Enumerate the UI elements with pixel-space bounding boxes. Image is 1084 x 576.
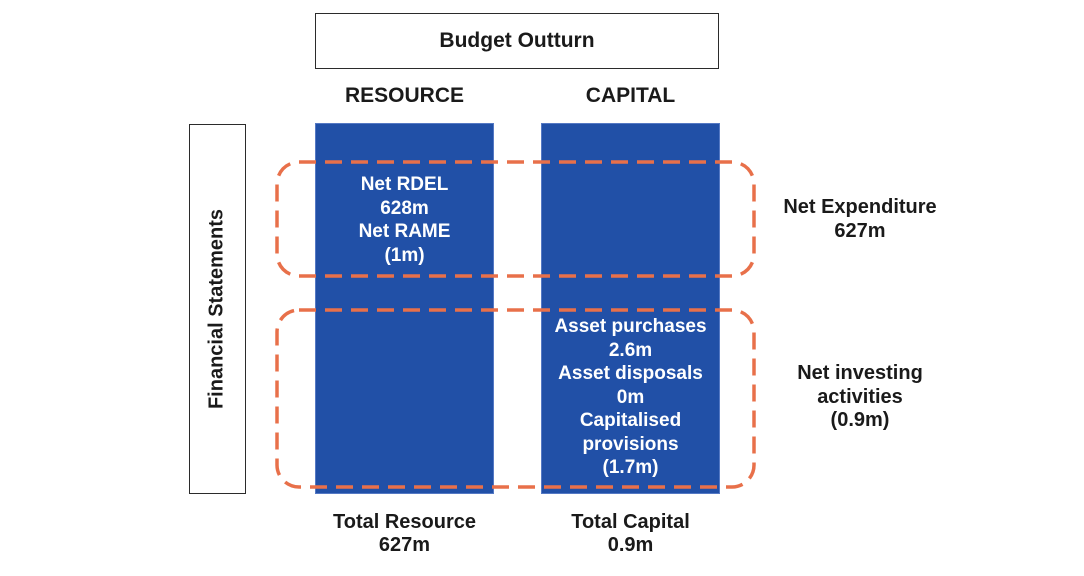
capitalised-label: Capitalised [579,410,682,431]
total-capital-value: 0.9m [607,534,654,556]
asset-purchases-value: 2.6m [608,339,653,361]
net-investing-value: (0.9m) [830,409,890,431]
total-capital-label: Total Capital [571,511,690,533]
net-expenditure-value: 627m [834,219,886,242]
total-resource: Total Resource 627m [300,511,509,557]
capitalised-provisions-value: (1.7m) [602,457,659,478]
financial-statements-box [189,124,246,494]
total-resource-value: 627m [378,534,431,556]
capital-bar-text: Asset purchases 2.6m Asset disposals 0m … [531,315,730,480]
capital-column-header: CAPITAL [585,84,676,107]
total-resource-label: Total Resource [333,511,476,533]
resource-column-header: RESOURCE [344,84,465,107]
asset-disposals-value: 0m [616,386,645,408]
financial-statements-label: Financial Statements [205,208,228,410]
budget-outturn-title: Budget Outturn [439,29,595,52]
net-rame-value: (1m) [384,244,425,266]
net-expenditure-label: Net Expenditure 627m [760,196,960,243]
net-investing-label: Net investing activities (0.9m) [760,362,960,433]
net-expenditure-title: Net Expenditure [783,196,937,218]
net-rdel-value: 628m [380,197,429,219]
resource-bar-text: Net RDEL 628m Net RAME (1m) [315,173,494,267]
net-investing-title-line1: Net investing [797,362,923,384]
budget-outturn-box: Budget Outturn [315,13,719,69]
net-rame-label: Net RAME [358,221,451,242]
provisions-label: provisions [582,433,679,455]
total-capital: Total Capital 0.9m [526,511,735,557]
asset-disposals-label: Asset disposals [558,363,703,384]
asset-purchases-label: Asset purchases [554,316,707,337]
net-investing-title-line2: activities [817,385,903,408]
net-rdel-label: Net RDEL [360,174,449,195]
